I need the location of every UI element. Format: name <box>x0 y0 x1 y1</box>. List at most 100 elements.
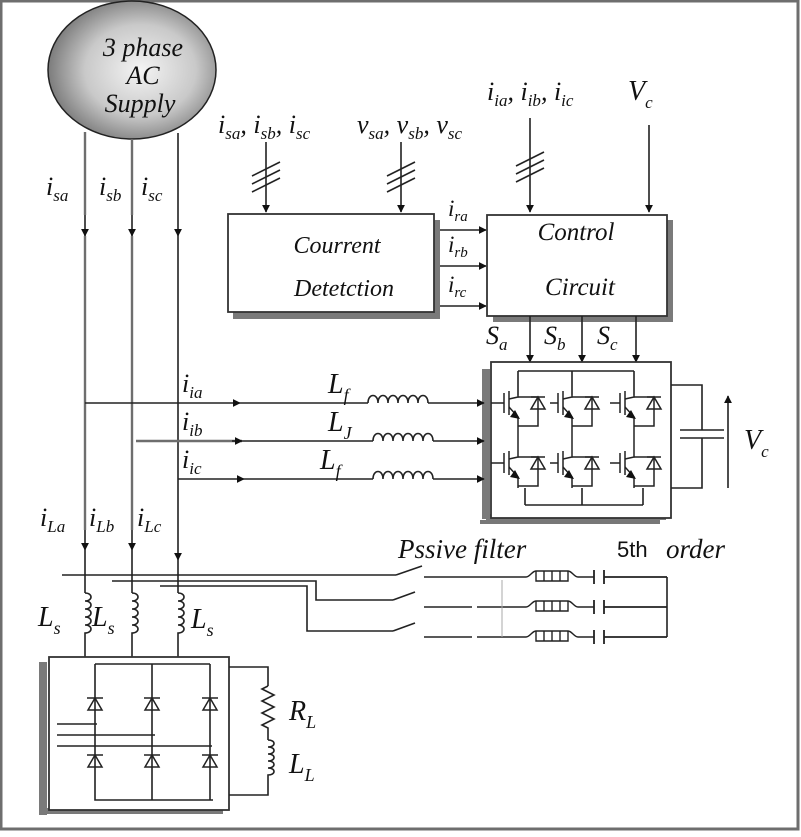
lf-a-inductor-icon <box>367 394 429 404</box>
ira-label: ira <box>448 196 468 225</box>
load-current-labels: iLa iLb iLc <box>40 503 162 536</box>
ila-label: iLa <box>40 503 65 536</box>
rectifier-box <box>48 656 230 811</box>
diode-loop <box>572 456 593 487</box>
bus-slash-icon <box>386 161 416 193</box>
igbt-gate <box>550 391 564 415</box>
antiparallel-diode-icon <box>645 395 663 410</box>
load-resistor-icon <box>260 685 276 740</box>
diode-loop <box>634 396 655 427</box>
sc-label: Sc <box>597 321 618 354</box>
ac-supply: 3 phase AC Supply <box>47 0 217 140</box>
bus-slash-icon <box>251 161 281 193</box>
diode-loop <box>634 456 655 487</box>
igbt-gate <box>610 391 626 415</box>
filter-branch <box>424 570 667 584</box>
ls-c-label: Ls <box>190 604 214 640</box>
reference-currents: ira irb irc <box>440 196 487 310</box>
rectifier-diode-icon <box>86 753 104 768</box>
source-current-labels: isa isb isc <box>46 172 163 205</box>
current-detection-box <box>227 213 435 313</box>
ilc-label: iLc <box>137 503 162 536</box>
load-inductor-icon <box>229 739 275 796</box>
igbt-gate <box>491 451 510 475</box>
supply-line2: AC <box>124 61 160 90</box>
passive-filter-order-number: 5th <box>617 537 648 562</box>
lf-c-inductor-icon <box>372 470 434 480</box>
irc-label: irc <box>448 272 467 301</box>
antiparallel-diode-icon <box>583 455 601 470</box>
igbt-switch-icon <box>491 391 547 455</box>
irb-label: irb <box>448 232 468 261</box>
diode-symbol <box>143 753 161 768</box>
control-circuit-box <box>486 214 668 317</box>
igbt-switch-icon <box>550 451 601 488</box>
lf-a-label: Lf <box>327 369 352 405</box>
filter-branch <box>424 630 667 644</box>
igbt-switch-icon <box>550 391 601 455</box>
line-inductors: Ls Ls Ls <box>37 550 214 658</box>
diode-symbol <box>143 696 161 711</box>
rectifier-diode-icon <box>201 696 219 711</box>
ilb-label: iLb <box>89 503 114 536</box>
inverter-current-lines: iia iib iic Lf LJ Lf <box>85 369 485 483</box>
lf-b-inductor-icon <box>372 432 434 442</box>
iia-label: iia <box>182 369 202 402</box>
iia-iib-iic-input-label: iia, iib, iic <box>487 77 574 110</box>
filter-capacitor-icon <box>593 630 667 644</box>
supply-line1: 3 phase <box>102 33 183 62</box>
antiparallel-diode-icon <box>645 455 663 470</box>
filter-capacitor-icon <box>593 570 667 584</box>
diode-symbol <box>201 753 219 768</box>
filter-branches <box>424 570 667 644</box>
inverter-box <box>490 361 672 519</box>
isa-isb-isc-input-label: isa, isb, isc <box>218 110 311 143</box>
ls-b-label: Ls <box>91 602 115 638</box>
vc-input-label: Vc <box>628 76 653 112</box>
antiparallel-diode-icon <box>529 395 547 410</box>
diode-loop <box>518 456 539 487</box>
diode-loop <box>572 396 593 427</box>
igbt-emitter-arrow <box>626 470 636 479</box>
control-circuit-block: Control Circuit <box>486 214 673 322</box>
passive-filter-order-word: order <box>666 534 725 564</box>
rectifier-diode-icon <box>86 696 104 711</box>
rectifier-diode-icon <box>143 753 161 768</box>
ls-a-label: Ls <box>37 602 61 638</box>
iic-label: iic <box>182 445 202 478</box>
diode-symbol <box>86 753 104 768</box>
switch-a-icon <box>395 565 423 576</box>
rectifier-diode-icon <box>201 753 219 768</box>
antiparallel-diode-icon <box>583 395 601 410</box>
isa-label: isa <box>46 172 68 205</box>
sb-label: Sb <box>544 321 566 354</box>
igbt-gate <box>610 451 626 475</box>
measurement-inputs: isa, isb, isc vsa, vsb, vsc iia, iib, ii… <box>218 76 653 213</box>
filter-branch <box>424 600 667 614</box>
rectifier-diodes <box>86 696 219 768</box>
isc-label: isc <box>141 172 163 205</box>
filter-capacitor-icon <box>593 600 667 614</box>
filter-inductor-icon <box>525 600 594 612</box>
dc-capacitor-icon <box>680 429 724 439</box>
igbt-switch-icon <box>610 451 663 488</box>
ls-c-inductor-icon <box>177 592 185 658</box>
bus-slash-icon <box>515 151 545 183</box>
igbt-gate <box>550 451 564 475</box>
igbt-emitter-arrow <box>510 470 520 479</box>
filter-inductor-icon <box>525 570 594 582</box>
current-detection-block: Courrent Detetction <box>227 213 440 319</box>
lf-c-label: Lf <box>319 445 344 481</box>
vsa-vsb-vsc-input-label: vsa, vsb, vsc <box>357 110 463 143</box>
sa-label: Sa <box>486 321 508 354</box>
igbt-emitter-arrow <box>564 410 574 419</box>
igbt-bridge <box>491 391 663 488</box>
switch-b-icon <box>392 591 416 601</box>
igbt-switch-icon <box>610 391 663 455</box>
supply-line3: Supply <box>105 89 176 118</box>
diode-symbol <box>86 696 104 711</box>
inverter-block: Vc <box>482 361 769 520</box>
passive-filter: Pssive filter 5th order <box>62 520 725 644</box>
ll-label: LL <box>288 749 315 785</box>
